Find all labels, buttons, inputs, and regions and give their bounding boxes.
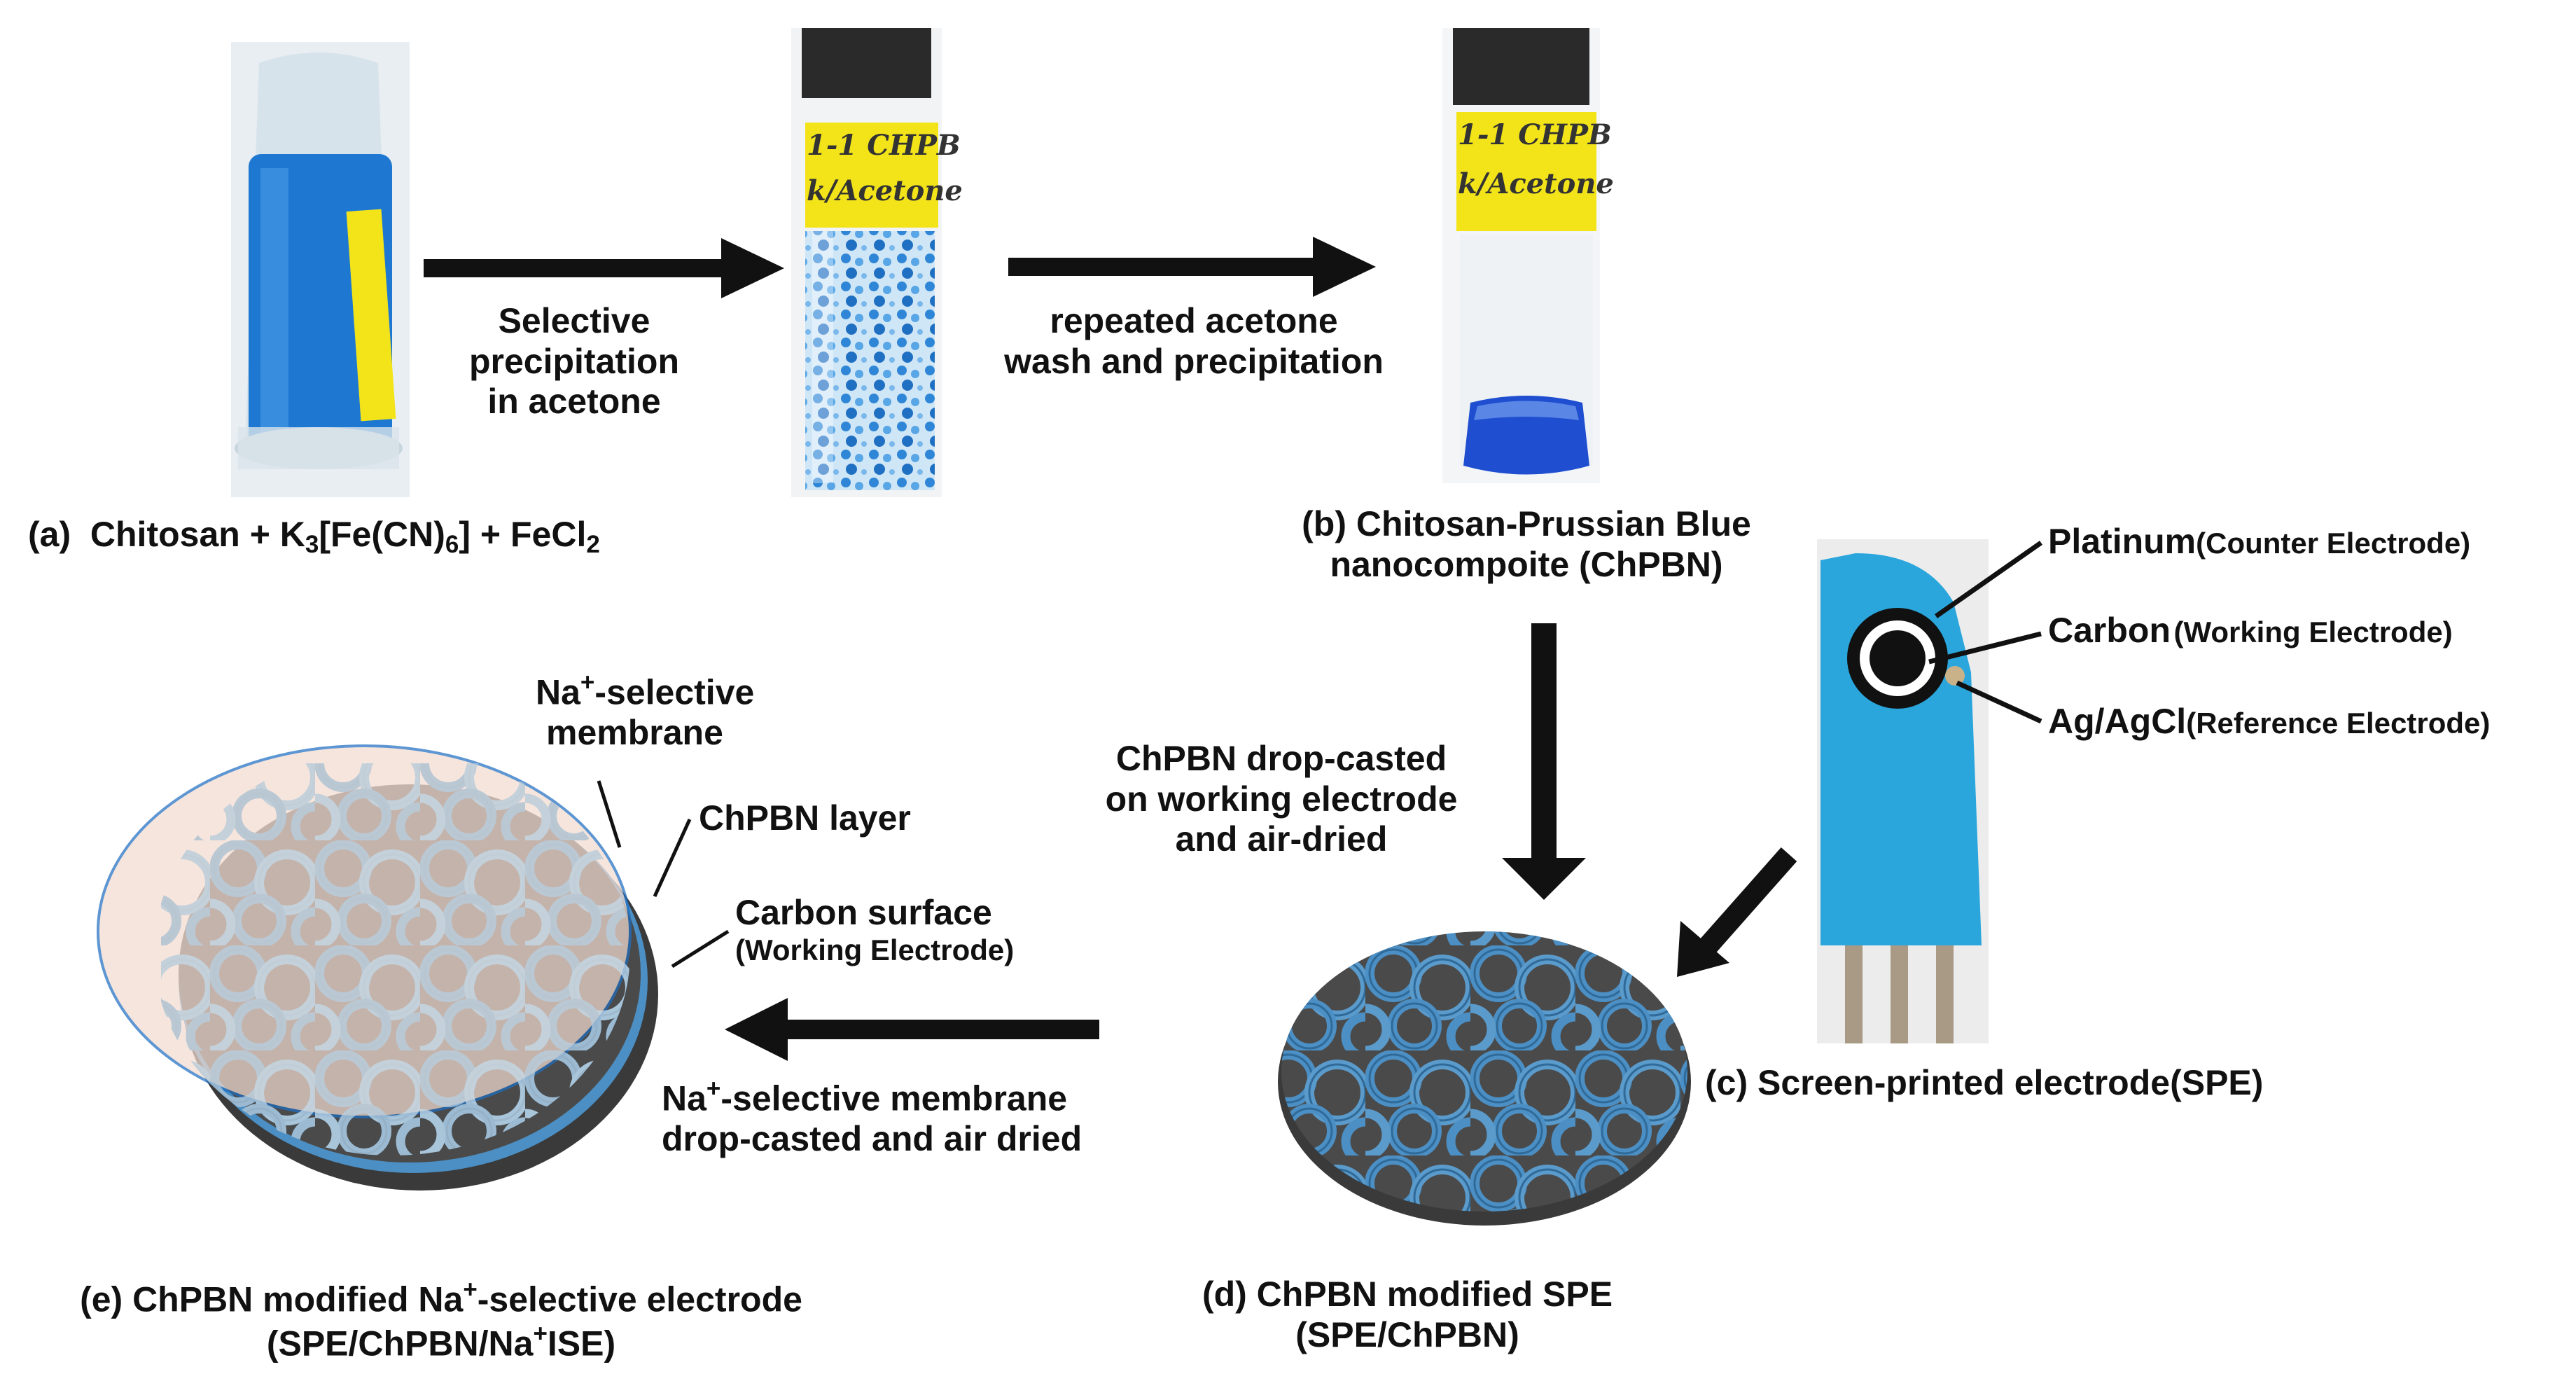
step3-line2: on working electrode [1105, 779, 1458, 819]
caption-a-text3: ] + FeCl [459, 515, 587, 554]
layer-leader-lines [597, 780, 730, 969]
caption-e-line1: (e) ChPBN modified Na+-selective electro… [14, 1276, 868, 1320]
vial-b-icon [1442, 28, 1600, 483]
step2-label: repeated acetone wash and precipitation [977, 301, 1411, 382]
caption-d: (d) ChPBN modified SPE (SPE/ChPBN) [1134, 1275, 1680, 1355]
step4-label: Na+-selective membrane drop-casted and a… [662, 1075, 1082, 1159]
caption-b-line2: nanocompoite (ChPBN) [1330, 544, 1723, 584]
step2-line1: repeated acetone [1050, 301, 1338, 340]
caption-b: (b) Chitosan-Prussian Blue nanocompoite … [1260, 504, 1792, 585]
vial-mid-icon [791, 28, 942, 497]
caption-e: (e) ChPBN modified Na+-selective electro… [14, 1276, 868, 1364]
caption-a-tag: (a) [28, 515, 71, 554]
label-membrane: Na+-selective membrane [536, 669, 754, 753]
step1-line3: in acetone [487, 382, 661, 421]
caption-b-line1: (b) Chitosan-Prussian Blue [1302, 504, 1751, 543]
caption-e-line2a: (SPE/ChPBN/Na [266, 1324, 534, 1363]
step4-line1: Na+-selective membrane [662, 1075, 1082, 1119]
step1-line1: Selective [498, 301, 650, 340]
electrode-leader-lines [1928, 541, 2043, 724]
caption-a-text2: [Fe(CN) [319, 515, 445, 554]
label-platinum: Platinum(Counter Electrode) [2048, 522, 2470, 562]
agcl-name: Ag/AgCl [2048, 702, 2187, 741]
step4-line1-text: -selective membrane [720, 1078, 1068, 1118]
membrane-line2: membrane [546, 712, 723, 752]
carbon-role: (Working Electrode) [2173, 616, 2453, 648]
membrane-na: Na [536, 672, 580, 712]
caption-d-line1: (d) ChPBN modified SPE [1202, 1275, 1613, 1314]
caption-e-charge2: + [533, 1319, 548, 1347]
step4-line2: drop-casted and air dried [662, 1118, 1082, 1158]
membrane-line1-text: -selective [594, 672, 755, 712]
caption-e-line1a: (e) ChPBN modified Na [80, 1279, 464, 1319]
caption-a-sub2: 6 [445, 530, 459, 558]
carbon-surface-line2: (Working Electrode) [735, 933, 1015, 966]
step3-line1: ChPBN drop-casted [1115, 739, 1447, 778]
platinum-role: (Counter Electrode) [2196, 527, 2471, 560]
caption-a-sub1: 3 [305, 530, 319, 558]
caption-e-line2b: ISE) [547, 1324, 616, 1363]
caption-a-sub3: 2 [586, 530, 600, 558]
arrow-diagonal [1677, 847, 1797, 977]
vial-b-tape-line2: k/Acetone [1458, 167, 1614, 200]
arrow-down [1502, 623, 1586, 900]
label-agcl: Ag/AgCl(Reference Electrode) [2048, 702, 2490, 742]
arrow-right-1 [424, 238, 784, 298]
step4-na-charge: + [706, 1075, 721, 1102]
vial-mid-tape-line2: k/Acetone [807, 174, 963, 207]
step2-line2: wash and precipitation [1004, 341, 1384, 381]
caption-a-text1: Chitosan + K [90, 515, 305, 554]
step1-line2: precipitation [468, 341, 680, 381]
disc-e-icon [97, 744, 658, 1191]
caption-c: (c) Screen-printed electrode(SPE) [1705, 1063, 2264, 1102]
carbon-surface-line1: Carbon surface [735, 893, 992, 932]
disc-d-icon [1278, 931, 1691, 1226]
label-carbon-surface: Carbon surface (Working Electrode) [735, 893, 1014, 967]
vial-a-icon [231, 42, 410, 497]
label-carbon: Carbon (Working Electrode) [2048, 611, 2453, 651]
agcl-role: (Reference Electrode) [2186, 707, 2491, 740]
step4-na: Na [662, 1078, 706, 1118]
vial-mid-tape-line1: 1-1 CHPB [807, 129, 961, 162]
arrow-left [725, 998, 1099, 1061]
membrane-line1: Na+-selective [536, 669, 754, 713]
caption-d-line2: (SPE/ChPBN) [1295, 1314, 1519, 1354]
carbon-name: Carbon [2048, 611, 2171, 650]
step3-line3: and air-dried [1175, 819, 1388, 859]
caption-e-line2: (SPE/ChPBN/Na+ISE) [14, 1320, 868, 1364]
arrow-right-2 [1008, 237, 1376, 297]
spe-icon [1817, 539, 1989, 1043]
step1-label: Selective precipitation in acetone [448, 301, 700, 422]
caption-e-line1b: -selective electrode [477, 1279, 802, 1319]
caption-e-charge1: + [463, 1276, 478, 1303]
step3-label: ChPBN drop-casted on working electrode a… [1071, 739, 1491, 860]
membrane-na-charge: + [580, 669, 595, 696]
platinum-name: Platinum [2048, 522, 2196, 561]
caption-a: (a) Chitosan + K3[Fe(CN)6] + FeCl2 [28, 515, 600, 559]
vial-b-tape-line1: 1-1 CHPB [1458, 118, 1612, 151]
label-chpbn-layer: ChPBN layer [699, 798, 911, 838]
